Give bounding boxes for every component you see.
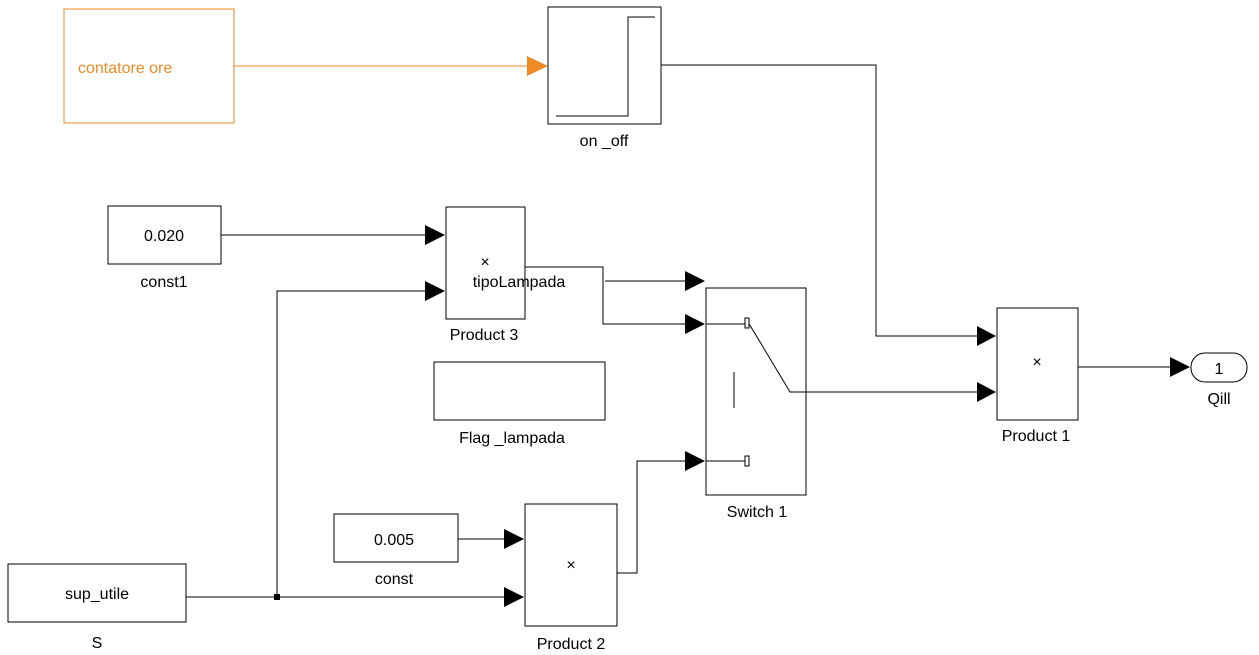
switch1-label: Switch 1 — [727, 504, 788, 521]
arrow-product1-to-qill — [1170, 357, 1190, 377]
flag-lampada-label: Flag _lampada — [459, 430, 565, 447]
on-off-label: on _off — [580, 133, 629, 150]
product1-label: Product 1 — [1002, 428, 1071, 445]
product1-symbol: × — [1032, 354, 1041, 371]
const-block[interactable]: 0.005 const — [333, 513, 459, 588]
arrow-contatore-to-onoff — [527, 56, 548, 76]
arrow-const-to-product2 — [504, 529, 524, 549]
product3-block[interactable]: × Product 3 — [445, 206, 526, 344]
arrow-flag-to-switch1 — [685, 271, 705, 291]
branch-point — [274, 594, 280, 600]
switch1-block[interactable]: Switch 1 — [705, 287, 807, 521]
product2-symbol: × — [566, 557, 575, 574]
wire-product3-to-switch1 — [525, 266, 685, 325]
qill-port-number: 1 — [1215, 361, 1224, 378]
flag-lampada-value: tipoLampada — [473, 274, 566, 291]
qill-outport[interactable]: 1 Qill — [1190, 352, 1248, 408]
product2-block[interactable]: × Product 2 — [524, 503, 618, 653]
switch-contact-bottom — [744, 455, 750, 467]
wire-product2-to-switch1 — [617, 460, 685, 574]
wire-onoff-to-product1 — [661, 64, 977, 337]
contatore-ore-text: contatore ore — [78, 60, 172, 77]
relay-icon — [556, 16, 655, 117]
wire-s-to-product3 — [276, 290, 425, 597]
switch-icon — [706, 321, 806, 462]
qill-label: Qill — [1207, 391, 1230, 408]
contatore-ore-block[interactable]: contatore ore — [63, 8, 235, 124]
switch-contact-top — [744, 317, 750, 329]
arrow-s-to-product3 — [425, 281, 445, 301]
const1-value: 0.020 — [144, 228, 184, 245]
sup-utile-block[interactable]: sup_utile S — [7, 563, 187, 652]
product3-symbol: × — [480, 254, 489, 271]
flag-lampada-block[interactable]: tipoLampada Flag _lampada — [433, 274, 606, 447]
arrow-onoff-to-product1 — [977, 326, 996, 346]
sup-utile-value: sup_utile — [65, 586, 129, 603]
arrow-s-to-product2 — [504, 587, 524, 607]
arrow-product3-to-switch1 — [685, 314, 705, 334]
product3-label: Product 3 — [450, 327, 519, 344]
on-off-block[interactable]: on _off — [547, 6, 662, 150]
const-label: const — [375, 571, 414, 588]
arrow-product2-to-switch1 — [685, 451, 705, 471]
arrow-switch1-to-product1 — [977, 382, 996, 402]
product2-label: Product 2 — [537, 636, 606, 653]
const1-block[interactable]: 0.020 const1 — [107, 205, 222, 291]
sup-utile-label: S — [92, 635, 103, 652]
arrow-const1-to-product3 — [425, 225, 445, 245]
product1-block[interactable]: × Product 1 — [996, 307, 1079, 445]
const-value: 0.005 — [374, 532, 414, 549]
const1-label: const1 — [140, 274, 187, 291]
